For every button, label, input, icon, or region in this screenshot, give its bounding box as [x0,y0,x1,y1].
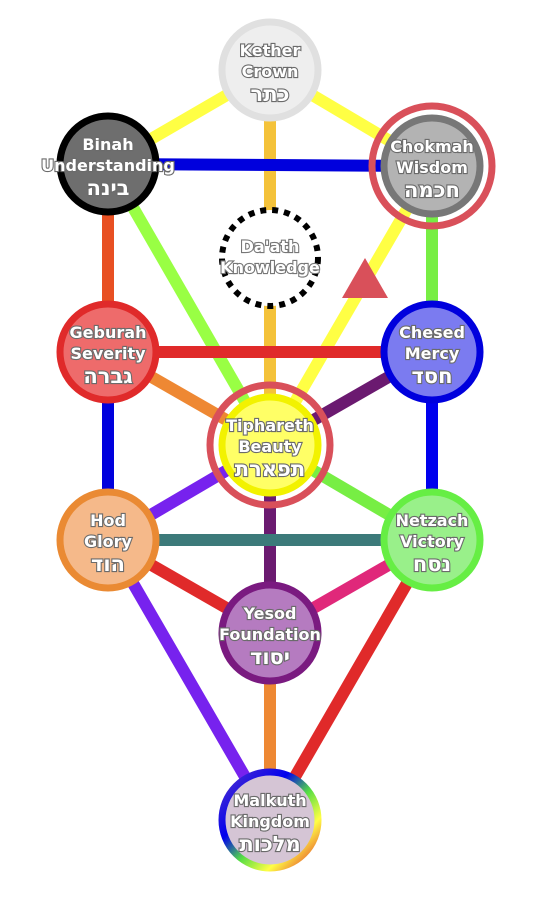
sephirah-meaning: Foundation [219,625,321,644]
sephirah-name: Hod [90,511,126,530]
outer-ring [368,102,496,230]
sephirah-name: Tiphareth [226,416,314,435]
sephirah-hebrew: הוד [91,552,125,576]
sephirah-hebrew: תפארת [235,457,305,481]
sephirah-circle [56,112,160,216]
sephirah-hebrew: חסד [411,364,452,388]
sephirah-circle [56,488,160,592]
sephirah-name: Yesod [243,604,297,623]
sephirah-hebrew: בינה [87,176,130,200]
sephirah-circle [380,300,484,404]
triangle-marker [342,258,388,298]
sephirah-circle [219,207,321,309]
sephirah-circle [380,114,484,218]
sephirah-meaning: Severity [70,344,146,363]
sephirah-circle [218,18,322,122]
sephirah-meaning: Understanding [41,156,175,175]
sephirah-circle [380,488,484,592]
sephirah-hebrew: מלכות [239,832,300,856]
sephirah-name: Netzach [396,511,469,530]
sephirah-name: Binah [82,135,133,154]
sephirah-circle [218,768,322,872]
sephirah-name: Kether [240,41,301,60]
sephirah-hebrew: נסח [413,552,451,576]
path-hod-malkuth [102,536,276,824]
sephirah-meaning: Glory [84,532,133,551]
sephirah-circle [218,581,322,685]
path-netzach-malkuth [264,536,438,824]
path-binah-tiphareth [102,161,276,448]
sephirah-name: Da'ath [241,237,300,256]
sephirah-name: Chokmah [390,137,474,156]
sephirah-meaning: Mercy [405,344,460,363]
sephirah-meaning: Crown [242,62,299,81]
sephirah-meaning: Knowledge [220,258,320,277]
sephirah-hebrew: גברה [83,364,132,388]
sephirah-hebrew: חכמה [404,178,460,202]
sephirah-name: Malkuth [233,791,306,810]
sephirah-hebrew: כתר [251,82,290,106]
path-binah-chokmah [107,158,433,172]
marker-layer [342,258,388,298]
sephirah-meaning: Victory [400,532,465,551]
sephirah-circle [56,300,160,404]
sephirah-circle [218,393,322,497]
sephirah-meaning: Wisdom [396,158,468,177]
sephirah-meaning: Beauty [238,437,302,456]
sephirah-hebrew: יסוד [250,645,290,669]
path-chokmah-tiphareth [264,162,438,449]
outer-ring [206,381,334,509]
sephirah-name: Chesed [399,323,465,342]
sephirah-meaning: Kingdom [230,812,310,831]
sephirah-name: Geburah [70,323,147,342]
